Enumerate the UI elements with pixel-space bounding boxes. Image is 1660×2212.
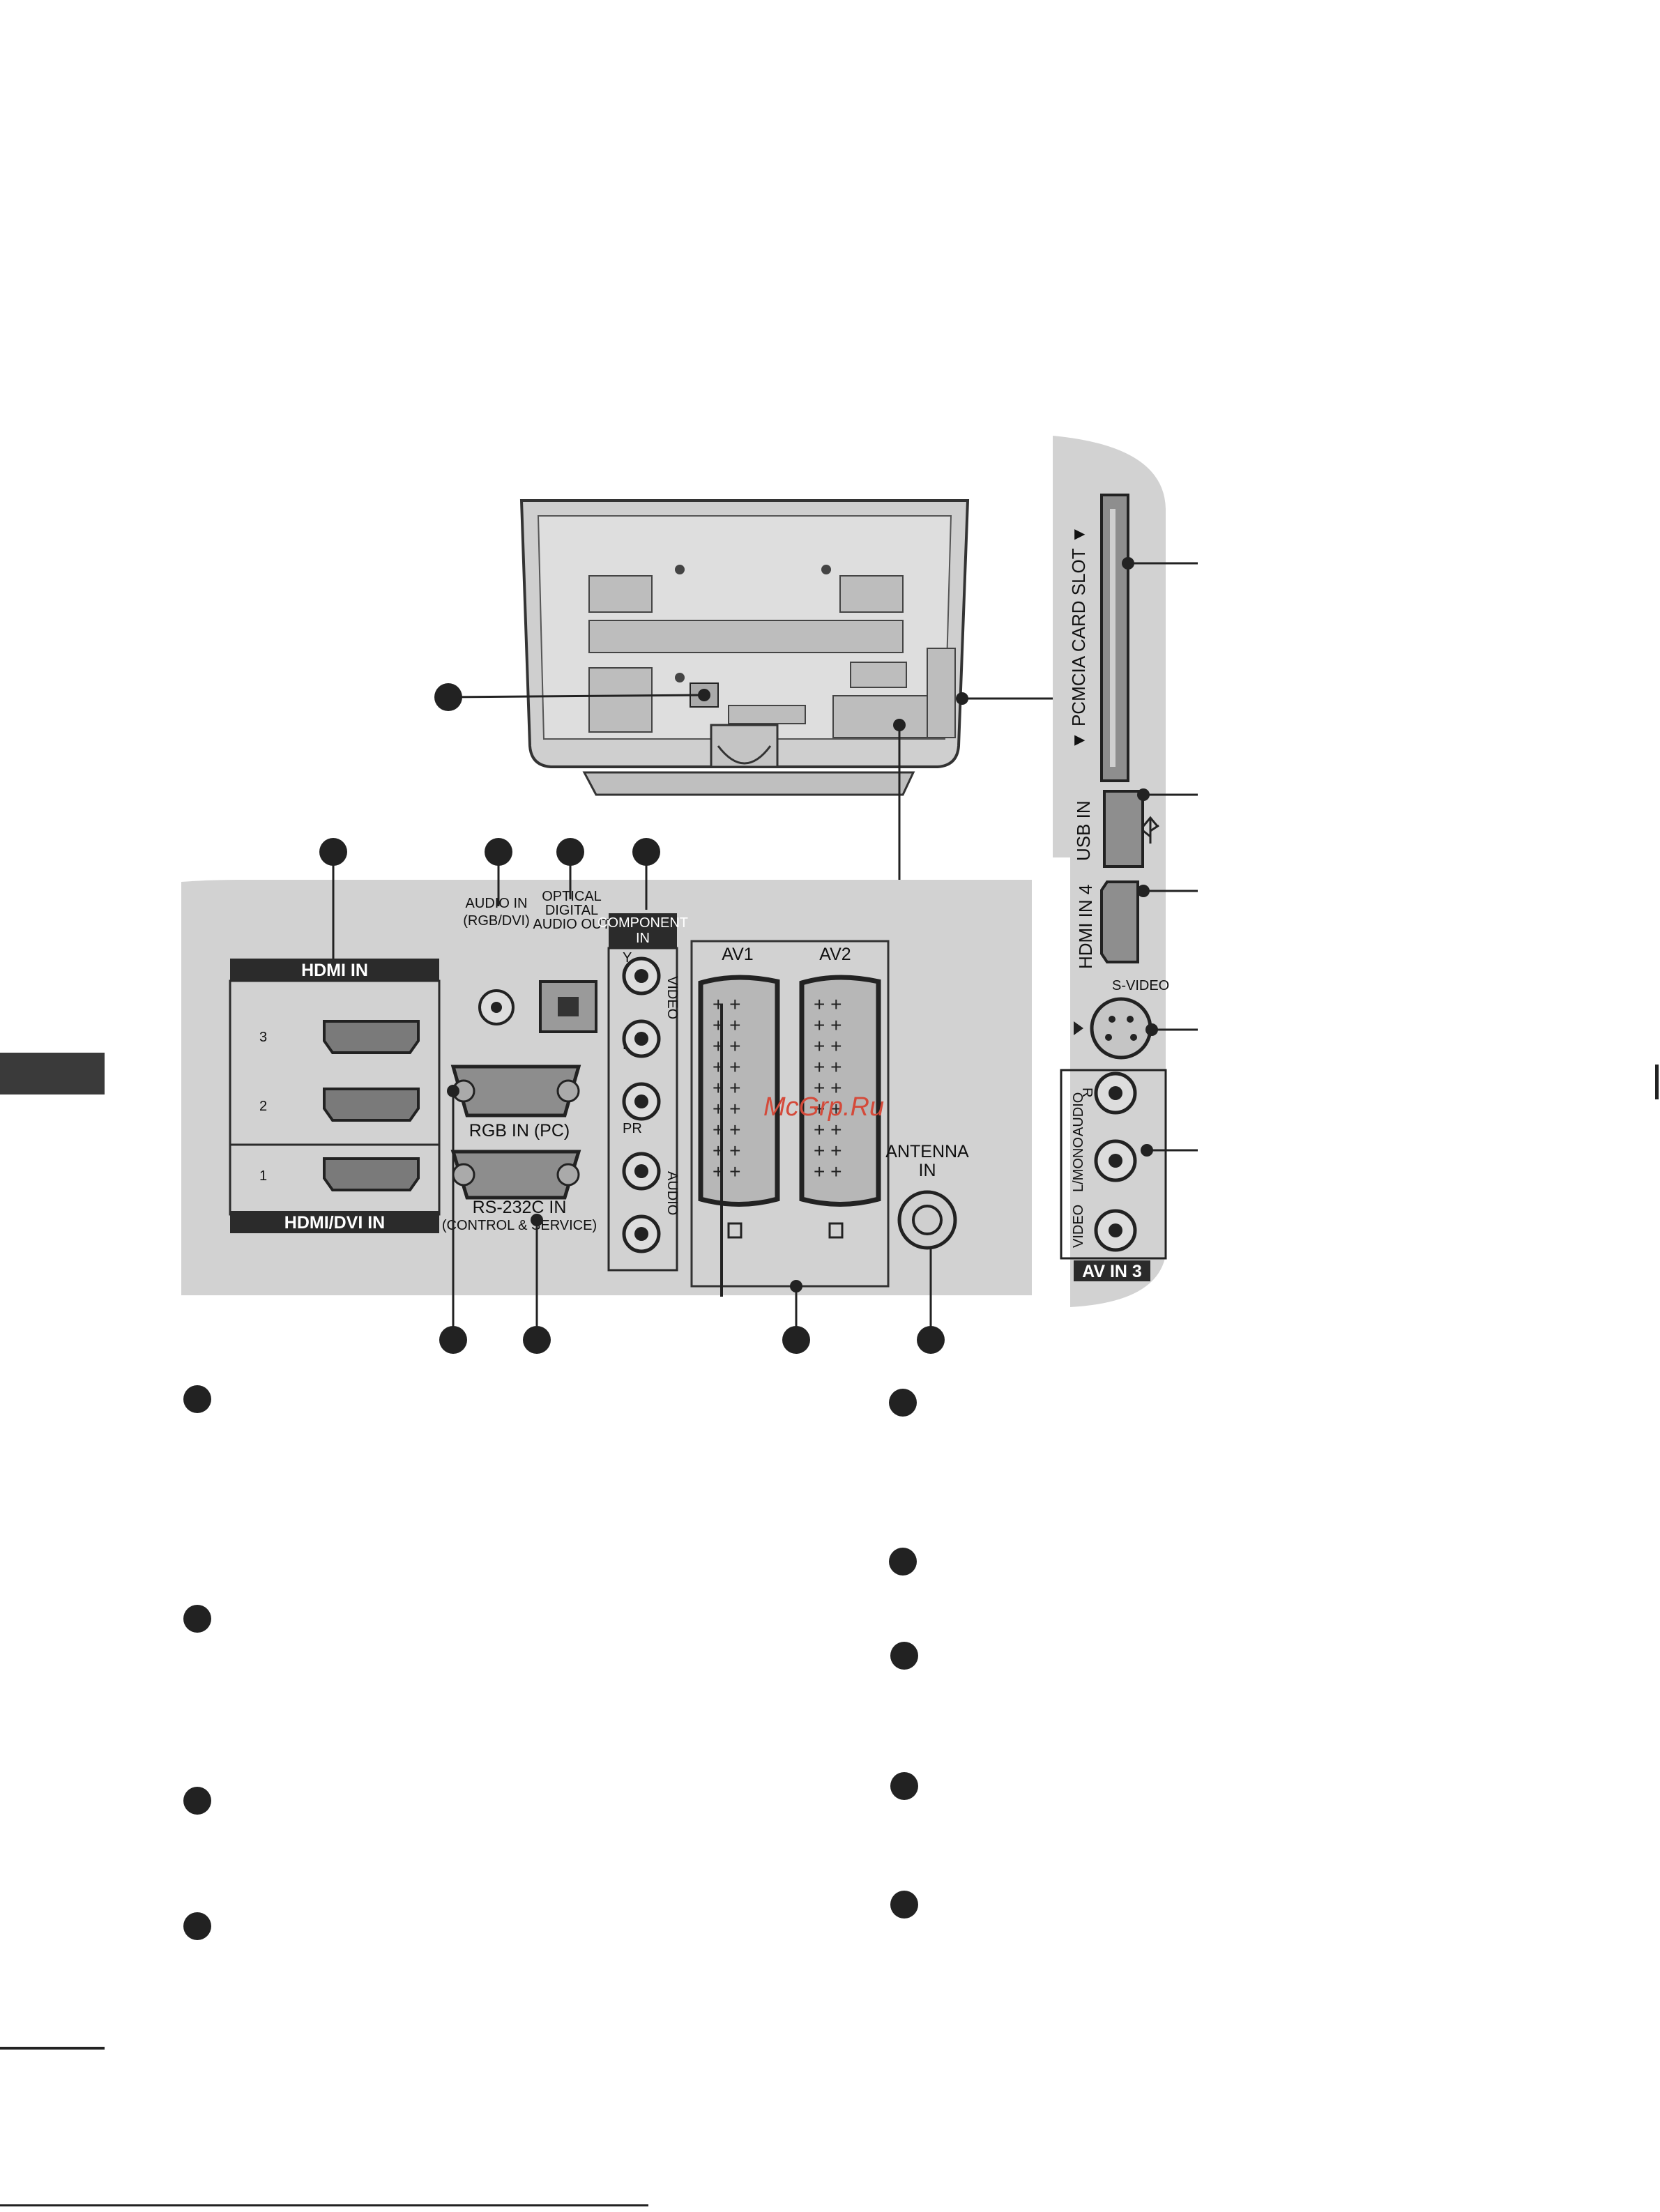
rs232c-label: RS-232C IN [473, 1198, 567, 1217]
hdmi-dvi-in-label: HDMI/DVI IN [284, 1213, 385, 1233]
optical-digital-label: DIGITAL [545, 903, 598, 918]
hdmi-port-number-1: 1 [259, 1168, 267, 1184]
component-pr-label: PR [623, 1121, 642, 1136]
svg-text:+ +: + + [713, 1098, 740, 1120]
hdmi-port-2 [323, 1088, 420, 1122]
right-edge-tick [1655, 1065, 1659, 1099]
svg-text:+ +: + + [814, 1119, 842, 1141]
svg-text:+ +: + + [713, 1140, 740, 1161]
rs232c-sub-label: (CONTROL & SERVICE) [442, 1218, 597, 1233]
hdmi-in-label: HDMI IN [301, 961, 368, 980]
svg-text:+ +: + + [814, 993, 842, 1015]
hdmi-port-1 [323, 1157, 420, 1191]
usb-in-label: USB IN [1073, 800, 1094, 861]
side-panel-background [1053, 436, 1166, 1307]
svg-text:+ +: + + [814, 1077, 842, 1099]
svg-text:+ +: + + [713, 993, 740, 1015]
optical-audio-out-label: AUDIO OUT [533, 917, 610, 932]
tv-back-view [519, 499, 970, 796]
antenna-label: ANTENNA [885, 1142, 969, 1161]
svg-text:+ +: + + [713, 1161, 740, 1182]
bottom-rule [0, 2204, 648, 2206]
svg-text:+ +: + + [713, 1077, 740, 1099]
svg-text:+ +: + + [814, 1035, 842, 1057]
hdmi-block: HDMI IN HDMI/DVI IN 3 2 1 [229, 959, 441, 1233]
antenna-in-label: IN [919, 1161, 936, 1180]
hdmi-port-number-2: 2 [259, 1099, 267, 1114]
component-audio-label: AUDIO [664, 1171, 680, 1215]
svg-text:+ +: + + [713, 1035, 740, 1057]
callout-dots [319, 557, 1158, 1354]
optical-label: OPTICAL [542, 889, 602, 904]
usb-icon [1142, 816, 1159, 844]
component-label: COMPONENT [597, 915, 688, 931]
antenna-block: ANTENNA IN [885, 1142, 969, 1250]
description-bullets [183, 1385, 918, 1940]
rgb-in-label: RGB IN (PC) [469, 1121, 570, 1141]
svg-text:+ +: + + [814, 1056, 842, 1078]
scart-block: AV1 AV2 + ++ ++ + + ++ ++ + + ++ ++ + + … [690, 940, 890, 1297]
svg-text:+ +: + + [713, 1014, 740, 1036]
video-label-side: VIDEO [1071, 1205, 1086, 1248]
rgb-rs232-block: RGB IN (PC) RS-232C IN (CONTROL & SERVIC… [442, 1065, 597, 1233]
component-block: COMPONENT IN Y PB PR L R VIDEO AUDIO [597, 913, 688, 1272]
s-video-port [1090, 997, 1152, 1060]
side-panel: ▼ PCMCIA CARD SLOT ▼ USB IN HDMI IN 4 S-… [1060, 494, 1169, 1281]
hdmi-port-number-3: 3 [259, 1030, 267, 1045]
component-in-label: IN [636, 931, 650, 946]
scart-av2-port [799, 975, 881, 1207]
footer-rule [0, 2047, 105, 2050]
audio-in-label: AUDIO IN [466, 896, 528, 911]
svg-text:+ +: + + [814, 1161, 842, 1182]
audio-r-label: R [1079, 1088, 1095, 1097]
usb-port [1103, 790, 1144, 868]
av1-label: AV1 [722, 945, 753, 964]
audio-l-mono-label: L/MONO [1071, 1137, 1086, 1192]
av-in-3-label: AV IN 3 [1082, 1262, 1142, 1281]
component-video-label: VIDEO [664, 976, 680, 1019]
hdmi-port-3 [323, 1020, 420, 1054]
audio-label-side: AUDIO [1071, 1092, 1086, 1136]
svg-text:+ +: + + [814, 1140, 842, 1161]
section-tab-marker [0, 1053, 105, 1094]
audio-optical-block: AUDIO IN (RGB/DVI) OPTICAL DIGITAL AUDIO… [463, 889, 611, 1033]
av2-label: AV2 [819, 945, 851, 964]
s-video-arrow-icon [1074, 1021, 1083, 1035]
hdmi-4-port [1100, 880, 1139, 963]
hdmi-in-4-label: HDMI IN 4 [1075, 885, 1096, 969]
audio-in-sub-label: (RGB/DVI) [463, 913, 530, 929]
scart-av1-port [698, 975, 780, 1207]
svg-text:+ +: + + [713, 1119, 740, 1141]
s-video-label: S-VIDEO [1112, 978, 1169, 993]
watermark-text: McGrp.Ru [763, 1092, 884, 1122]
pcmcia-label: ▼ PCMCIA CARD SLOT ▼ [1068, 526, 1089, 749]
svg-text:+ +: + + [713, 1056, 740, 1078]
svg-text:+ +: + + [814, 1014, 842, 1036]
antenna-in-port [897, 1190, 957, 1250]
svg-text:+ +: + + [814, 1098, 842, 1120]
